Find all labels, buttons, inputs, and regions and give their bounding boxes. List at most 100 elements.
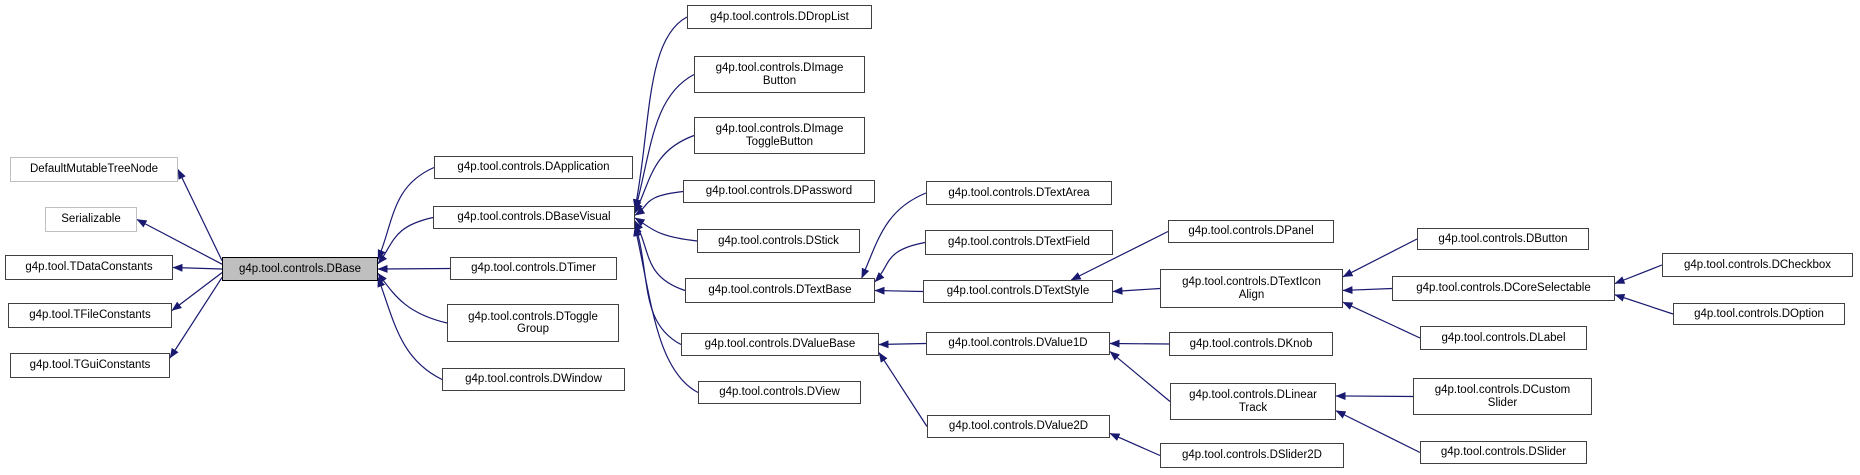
class-node-doption[interactable]: g4p.tool.controls.DOption [1673,303,1845,325]
inheritance-edge-dtextarea-to-dtextbase [861,192,927,279]
class-node-dpassword[interactable]: g4p.tool.controls.DPassword [683,180,875,203]
class-node-serializable: Serializable [45,207,137,232]
class-node-dslider[interactable]: g4p.tool.controls.DSlider [1420,441,1587,464]
class-name-label: g4p.tool.controls.DView [719,386,840,399]
inheritance-edge-dvaluebase-to-dbasevisual [634,223,682,346]
class-node-dtextarea[interactable]: g4p.tool.controls.DTextArea [926,181,1112,205]
class-name-label: g4p.tool.TDataConstants [25,261,153,274]
class-name-label: g4p.tool.controls.DApplication [457,161,610,174]
class-name-label: g4p.tool.TGuiConstants [29,359,151,372]
class-node-dcoreselectable[interactable]: g4p.tool.controls.DCoreSelectable [1392,276,1615,301]
class-node-dpanel[interactable]: g4p.tool.controls.DPanel [1168,220,1334,243]
class-name-label: g4p.tool.controls.DBaseVisual [457,211,611,224]
class-node-dvalue2d[interactable]: g4p.tool.controls.DValue2D [927,415,1110,438]
inheritance-edge-dbase-to-tguiconstants [169,277,223,359]
class-name-label: Serializable [61,213,121,226]
class-name-label: g4p.tool.controls.DCoreSelectable [1416,282,1591,295]
class-name-label: g4p.tool.controls.DLabel [1441,331,1566,344]
inheritance-edge-dapplication-to-dbase [377,166,435,260]
class-node-dtexticonalign[interactable]: g4p.tool.controls.DTextIcon Align [1160,269,1343,308]
class-name-label: g4p.tool.controls.DTextStyle [946,285,1090,298]
class-node-dbase: g4p.tool.controls.DBase [222,257,378,281]
class-name-label: g4p.tool.controls.DTimer [471,262,596,275]
class-name-label: g4p.tool.controls.DSlider2D [1182,449,1322,462]
class-name-label: g4p.tool.controls.DToggle Group [468,310,598,336]
inheritance-edge-dslider2d-to-dvalue2d [1109,432,1161,457]
class-node-dtextbase[interactable]: g4p.tool.controls.DTextBase [685,278,875,303]
inheritance-edge-dcheckbox-to-dcoreselectable [1614,264,1663,285]
class-node-dwindow[interactable]: g4p.tool.controls.DWindow [442,368,625,391]
class-name-label: g4p.tool.controls.DTextField [948,236,1090,249]
inheritance-edge-dknob-to-dvalue1d [1109,339,1170,348]
class-name-label: g4p.tool.controls.DImage Button [715,62,844,87]
class-node-dimagebutton[interactable]: g4p.tool.controls.DImage Button [694,56,865,93]
class-node-dslider2d[interactable]: g4p.tool.controls.DSlider2D [1160,443,1344,468]
inheritance-edge-dbutton-to-dtexticonalign [1342,238,1418,278]
class-node-dbutton[interactable]: g4p.tool.controls.DButton [1417,228,1589,250]
class-name-label: g4p.tool.controls.DDropList [710,10,849,23]
class-name-label: g4p.tool.controls.DCustom Slider [1434,384,1571,409]
class-node-dknob[interactable]: g4p.tool.controls.DKnob [1169,332,1333,356]
class-node-dvaluebase[interactable]: g4p.tool.controls.DValueBase [681,333,879,356]
class-name-label: g4p.tool.controls.DPanel [1188,225,1314,238]
class-node-dstick[interactable]: g4p.tool.controls.DStick [697,229,860,253]
inheritance-edge-dvalue2d-to-dvaluebase [878,352,928,427]
class-node-dlabel[interactable]: g4p.tool.controls.DLabel [1420,326,1587,350]
inheritance-edge-dwindow-to-dbase [377,276,443,381]
inheritance-edge-dimagebutton-to-dbasevisual [633,73,695,212]
class-node-tguiconstants[interactable]: g4p.tool.TGuiConstants [10,353,170,378]
class-name-label: g4p.tool.controls.DStick [718,234,839,247]
inheritance-edge-dlineartrack-to-dvalue1d [1109,351,1171,402]
inheritance-edge-dtexticonalign-to-dtextstyle [1112,286,1161,295]
class-node-dvalue1d[interactable]: g4p.tool.controls.DValue1D [926,332,1110,355]
inheritance-edge-dstick-to-dbasevisual [634,217,698,242]
class-node-ddroplist[interactable]: g4p.tool.controls.DDropList [687,5,872,29]
class-node-dapplication[interactable]: g4p.tool.controls.DApplication [434,156,633,179]
class-node-dtogglegroup[interactable]: g4p.tool.controls.DToggle Group [447,304,619,342]
class-name-label: g4p.tool.controls.DValueBase [704,338,856,351]
class-node-tfileconstants[interactable]: g4p.tool.TFileConstants [8,303,172,328]
class-node-dbasevisual[interactable]: g4p.tool.controls.DBaseVisual [433,206,635,229]
class-node-dcheckbox[interactable]: g4p.tool.controls.DCheckbox [1662,253,1853,277]
class-name-label: g4p.tool.controls.DTextArea [948,186,1090,199]
class-name-label: g4p.tool.controls.DButton [1438,232,1568,245]
class-node-dcustomslider[interactable]: g4p.tool.controls.DCustom Slider [1413,378,1592,415]
class-name-label: g4p.tool.controls.DBase [238,262,362,275]
class-name-label: g4p.tool.controls.DWindow [465,373,602,386]
class-name-label: g4p.tool.controls.DTextBase [708,284,852,297]
inheritance-edge-dtogglegroup-to-dbase [377,272,448,324]
class-node-tdataconstants[interactable]: g4p.tool.TDataConstants [5,255,173,280]
inheritance-edge-dvalue1d-to-dvaluebase [878,340,927,349]
inheritance-edge-dbase-to-tdataconstants [172,263,223,272]
inheritance-edge-dslider-to-dlineartrack [1335,410,1421,454]
class-node-dtimer[interactable]: g4p.tool.controls.DTimer [450,257,617,280]
inheritance-edge-dbase-to-serializable [136,218,223,265]
class-name-label: g4p.tool.controls.DOption [1694,307,1824,320]
inheritance-edge-dpassword-to-dbasevisual [634,190,684,216]
inheritance-edge-dtextfield-to-dtextbase [874,241,926,283]
class-name-label: g4p.tool.controls.DLinear Track [1189,389,1317,414]
class-name-label: g4p.tool.controls.DSlider [1440,446,1567,459]
inheritance-edge-dimagetogglebutton-to-dbasevisual [634,134,695,214]
inheritance-edge-dbase-to-tfileconstants [171,272,223,311]
class-name-label: g4p.tool.controls.DValue2D [948,420,1089,433]
class-node-dlineartrack[interactable]: g4p.tool.controls.DLinear Track [1170,383,1336,420]
inheritance-edge-dpanel-to-dtextstyle [1070,230,1169,281]
inheritance-edge-dview-to-dbasevisual [633,226,699,394]
inheritance-edge-dtextstyle-to-dtextbase [874,286,924,295]
inheritance-edge-ddroplist-to-dbasevisual [632,16,688,210]
class-name-label: g4p.tool.controls.DKnob [1189,337,1313,350]
class-node-dtextstyle[interactable]: g4p.tool.controls.DTextStyle [923,280,1113,303]
class-node-dimagetogglebutton[interactable]: g4p.tool.controls.DImage ToggleButton [694,117,865,154]
class-node-dtextfield[interactable]: g4p.tool.controls.DTextField [925,230,1113,255]
class-name-label: g4p.tool.TFileConstants [29,309,151,322]
inheritance-edge-dcoreselectable-to-dtexticonalign [1342,286,1393,295]
class-name-label: g4p.tool.controls.DCheckbox [1683,258,1832,271]
inheritance-edge-dcustomslider-to-dlineartrack [1335,392,1414,401]
class-name-label: g4p.tool.controls.DImage ToggleButton [715,123,844,148]
inheritance-edge-dbase-to-defaultmutabletreenode [177,169,223,261]
class-node-defaultmutabletreenode: DefaultMutableTreeNode [10,157,178,182]
class-node-dview[interactable]: g4p.tool.controls.DView [698,381,861,404]
